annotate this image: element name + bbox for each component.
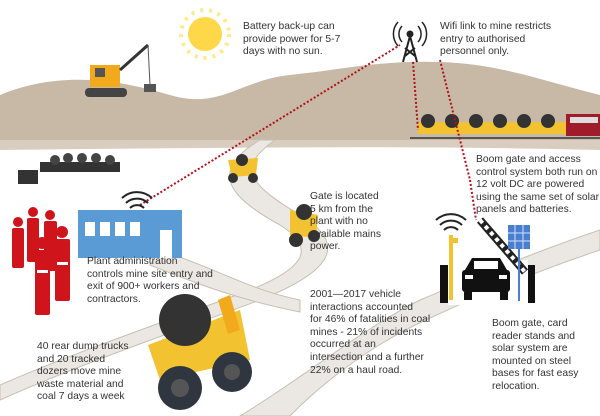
sun-icon bbox=[179, 8, 231, 60]
caption-plant-admin: Plant administration controls mine site … bbox=[87, 256, 213, 305]
caption-battery: Battery back-up can provide power for 5-… bbox=[243, 21, 341, 58]
caption-fatalities: 2001—2017 vehicle interactions accounted… bbox=[310, 289, 431, 376]
radio-tower-icon bbox=[392, 21, 428, 63]
excavator-icon bbox=[85, 43, 156, 97]
dump-truck-icon bbox=[289, 204, 320, 247]
caption-mounting: Boom gate, card reader stands and solar … bbox=[492, 318, 579, 392]
admin-building-icon bbox=[78, 210, 182, 258]
car-icon bbox=[462, 258, 510, 300]
caption-fleet: 40 rear dump trucks and 20 tracked dozer… bbox=[37, 341, 129, 403]
coal-conveyor-icon bbox=[18, 153, 120, 184]
wifi-icon bbox=[435, 213, 467, 231]
card-reader-icon bbox=[449, 235, 458, 300]
caption-boom-power: Boom gate and access control system both… bbox=[476, 154, 600, 216]
coal-train-icon bbox=[410, 114, 600, 139]
wifi-icon bbox=[121, 191, 153, 209]
dump-truck-icon bbox=[228, 154, 258, 183]
solar-panel-icon bbox=[508, 225, 530, 301]
caption-gate-location: Gate is located 5 km from the plant with… bbox=[310, 191, 381, 253]
wifi-link-lines bbox=[139, 44, 477, 221]
haul-road bbox=[0, 139, 329, 401]
workers-icon bbox=[12, 207, 70, 315]
dump-truck-icon bbox=[148, 294, 252, 410]
caption-wifi: Wifi link to mine restricts entry to aut… bbox=[440, 21, 551, 58]
